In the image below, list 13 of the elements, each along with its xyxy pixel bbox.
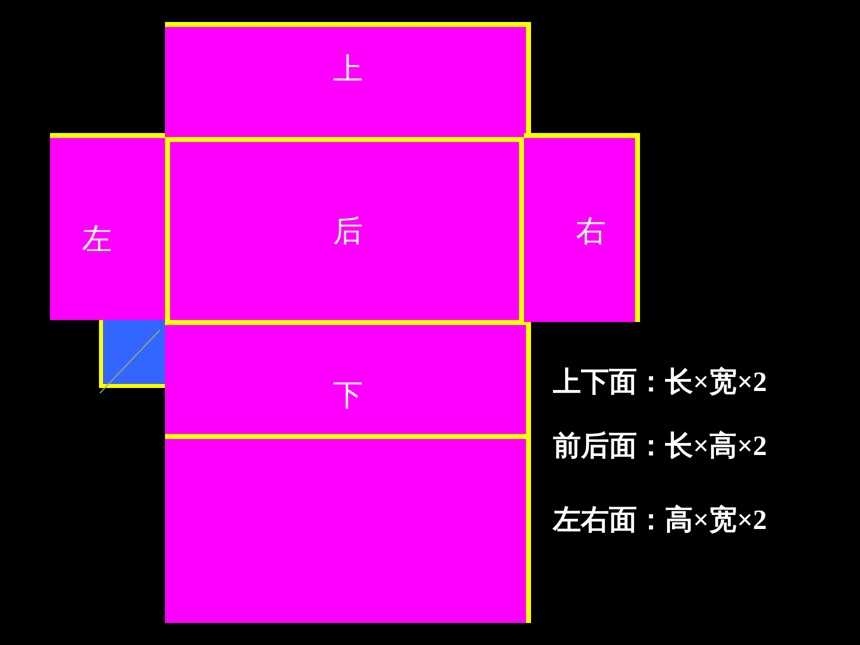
area-formula: 上下面：长×宽×2 xyxy=(553,369,767,397)
area-formula: 左右面：高×宽×2 xyxy=(553,507,767,535)
net-face xyxy=(524,133,640,322)
face-label: 左 xyxy=(82,225,112,255)
area-formula: 前后面：长×高×2 xyxy=(553,433,767,461)
net-face xyxy=(50,133,165,320)
face-label: 下 xyxy=(333,381,363,411)
net-face xyxy=(165,22,531,137)
net-face xyxy=(165,137,524,325)
face-label: 后 xyxy=(333,217,363,247)
face-label: 右 xyxy=(576,217,606,247)
face-label: 上 xyxy=(333,55,363,85)
net-face xyxy=(165,434,531,623)
